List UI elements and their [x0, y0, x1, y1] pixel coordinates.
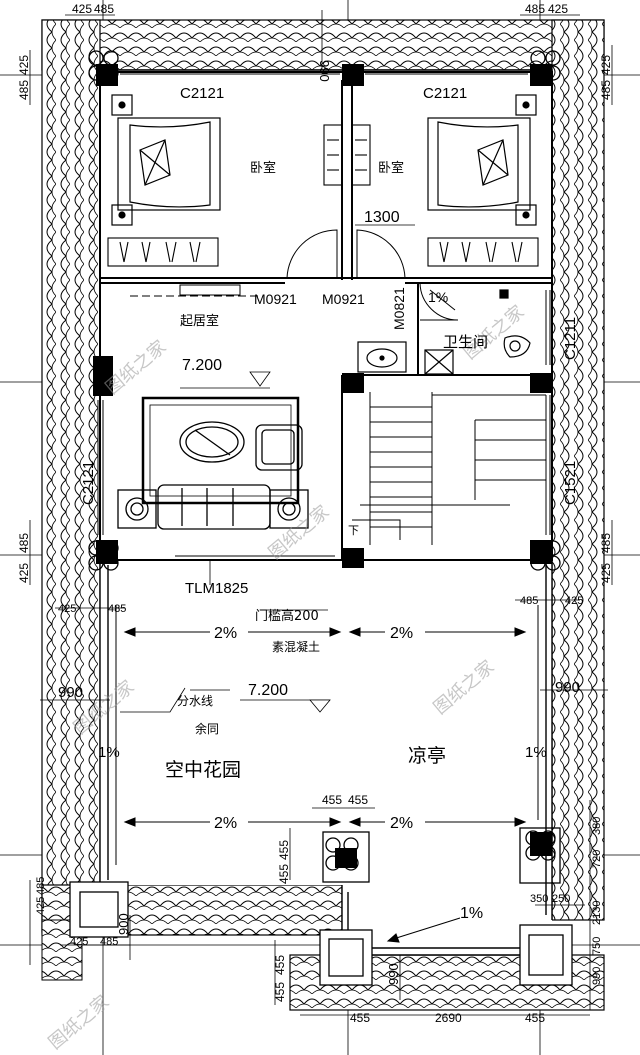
dim-tl-a: 425	[72, 2, 92, 16]
dimension-lines	[29, 10, 613, 1016]
level-living: 7.200	[182, 357, 222, 374]
window-top-left: C2121	[180, 85, 224, 102]
dim-rs-c: 2130	[591, 901, 603, 925]
slope-garden-bottom-right: 2%	[390, 815, 413, 832]
dim-bv-b: 455	[273, 982, 287, 1002]
center-desk	[323, 124, 371, 186]
dim-tr-b: 425	[548, 2, 568, 16]
dim-bb-b: 2690	[435, 1011, 462, 1025]
stair	[352, 392, 546, 545]
dim-rs-b: 720	[591, 850, 603, 868]
note-threshold: 门槛高200	[255, 608, 319, 624]
room-pavilion: 凉亭	[408, 745, 446, 767]
dim-rm-a: 485	[599, 533, 613, 553]
room-labels: 卧室 卧室 起居室 卫生间 空中花园 凉亭	[165, 160, 488, 781]
dim-rp-b: 250	[552, 893, 570, 905]
dim-b-990: 990	[386, 963, 401, 985]
dim-rp-a: 350	[530, 893, 548, 905]
dim-bed-width: 1300	[364, 209, 400, 226]
door-bedroom-left: M0921	[254, 291, 297, 307]
dim-top-mid: 990	[317, 60, 332, 82]
dim-gl-b: 485	[108, 603, 126, 615]
dim-col-v-b: 455	[277, 864, 291, 884]
dim-b-900: 900	[116, 913, 131, 935]
dim-tr-a: 485	[525, 2, 545, 16]
note-concrete: 素混凝土	[272, 639, 320, 654]
dim-rv-a: 485	[599, 80, 613, 100]
pavilion-posts	[69, 881, 573, 986]
dim-left-990: 990	[58, 684, 83, 701]
dim-bv-a: 455	[273, 955, 287, 975]
window-right-bath: C1211	[562, 317, 579, 360]
dim-gl-a: 425	[58, 603, 76, 615]
room-bedroom-right: 卧室	[378, 160, 404, 176]
room-bathroom: 卫生间	[443, 333, 488, 351]
opening-codes: C2121 C2121 C2121 C1211 C1521 M0921 M092…	[80, 85, 579, 597]
living-furniture	[117, 396, 309, 530]
room-bedroom-left: 卧室	[250, 160, 276, 176]
dim-col-b: 455	[348, 793, 368, 807]
window-left-living: C2121	[80, 461, 97, 505]
bed-right	[427, 94, 537, 226]
leader-lines	[120, 371, 331, 713]
bath-fixtures	[357, 289, 531, 375]
dim-bl-a: 425	[35, 897, 47, 915]
dim-lm-b: 425	[17, 563, 31, 583]
slope-right-edge: 1%	[525, 744, 547, 761]
dim-lv-a: 485	[17, 80, 31, 100]
dim-bl-b: 485	[35, 877, 47, 895]
note-stair-down: 下	[348, 524, 359, 537]
interior	[99, 69, 553, 955]
dim-rs-d: 750	[591, 937, 603, 955]
dim-col-v-a: 455	[277, 840, 291, 860]
annotations: 7.200 7.200 门槛高200 素混凝土 分水线 余同 下	[177, 357, 359, 736]
wardrobes	[107, 237, 539, 267]
dim-col-a: 455	[322, 793, 342, 807]
dim-gr-b: 425	[565, 595, 583, 607]
note-same: 余同	[195, 721, 219, 736]
dim-lm-a: 485	[17, 533, 31, 553]
window-top-right: C2121	[423, 85, 467, 102]
columns	[93, 64, 552, 868]
dimension-labels: 425 485 485 425 485 425 485 425 990 1300…	[17, 2, 613, 1025]
level-garden: 7.200	[248, 682, 288, 699]
slope-arrows	[115, 289, 539, 943]
slope-garden-bottom-left: 2%	[214, 815, 237, 832]
door-sliding: TLM1825	[185, 580, 248, 597]
dim-rv-b: 425	[599, 55, 613, 75]
dim-bb-c: 455	[525, 1011, 545, 1025]
windows-lines	[97, 69, 551, 561]
slope-bath: 1%	[428, 289, 448, 305]
room-living: 起居室	[180, 313, 219, 329]
window-right-stair: C1521	[562, 461, 579, 505]
note-divide-line: 分水线	[177, 694, 213, 708]
slope-labels: 1% 2% 2% 2% 2% 1% 1% 1%	[98, 289, 547, 922]
slope-garden-top-left: 2%	[214, 625, 237, 642]
dim-lv-b: 425	[17, 55, 31, 75]
door-bedroom-right: M0921	[322, 291, 365, 307]
slope-garden-top-right: 2%	[390, 625, 413, 642]
dim-bl-c: 425	[70, 936, 88, 948]
slope-bottom-gutter: 1%	[460, 905, 483, 922]
dim-rm-b: 425	[599, 563, 613, 583]
bed-left	[111, 94, 221, 226]
dim-tl-b: 485	[94, 2, 114, 16]
room-sky-garden: 空中花园	[165, 759, 241, 781]
dim-right-990: 990	[555, 679, 580, 696]
dim-gr-a: 485	[520, 595, 538, 607]
dim-bl-d: 485	[100, 936, 118, 948]
corner-ornaments	[88, 50, 561, 884]
dim-bb-a: 455	[350, 1011, 370, 1025]
slope-left-edge: 1%	[98, 744, 120, 761]
door-bathroom: M0821	[391, 287, 407, 330]
doors	[130, 229, 459, 321]
dim-rs-e: 990	[591, 967, 603, 985]
dim-rs-a: 380	[591, 817, 603, 835]
